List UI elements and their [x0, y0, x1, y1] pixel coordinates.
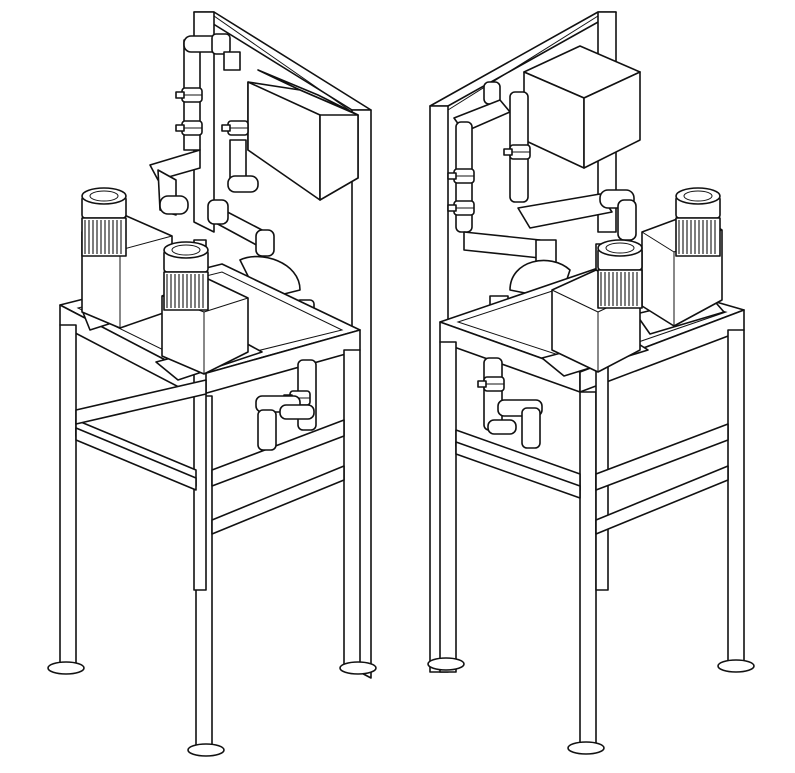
- control-box-right: [523, 45, 641, 169]
- control-box-left: [247, 69, 359, 201]
- frame-legs-left: [47, 239, 377, 757]
- pump-right-rear: [635, 187, 725, 335]
- pump-left-rear: [81, 187, 173, 331]
- pump-left-front: [155, 241, 263, 381]
- lower-valves-left: [255, 359, 317, 451]
- left-view: [47, 11, 377, 757]
- frame-legs-right: [427, 243, 755, 755]
- right-view: [427, 11, 755, 755]
- lower-valves-right: [477, 357, 543, 449]
- pump-right-front: [541, 239, 649, 377]
